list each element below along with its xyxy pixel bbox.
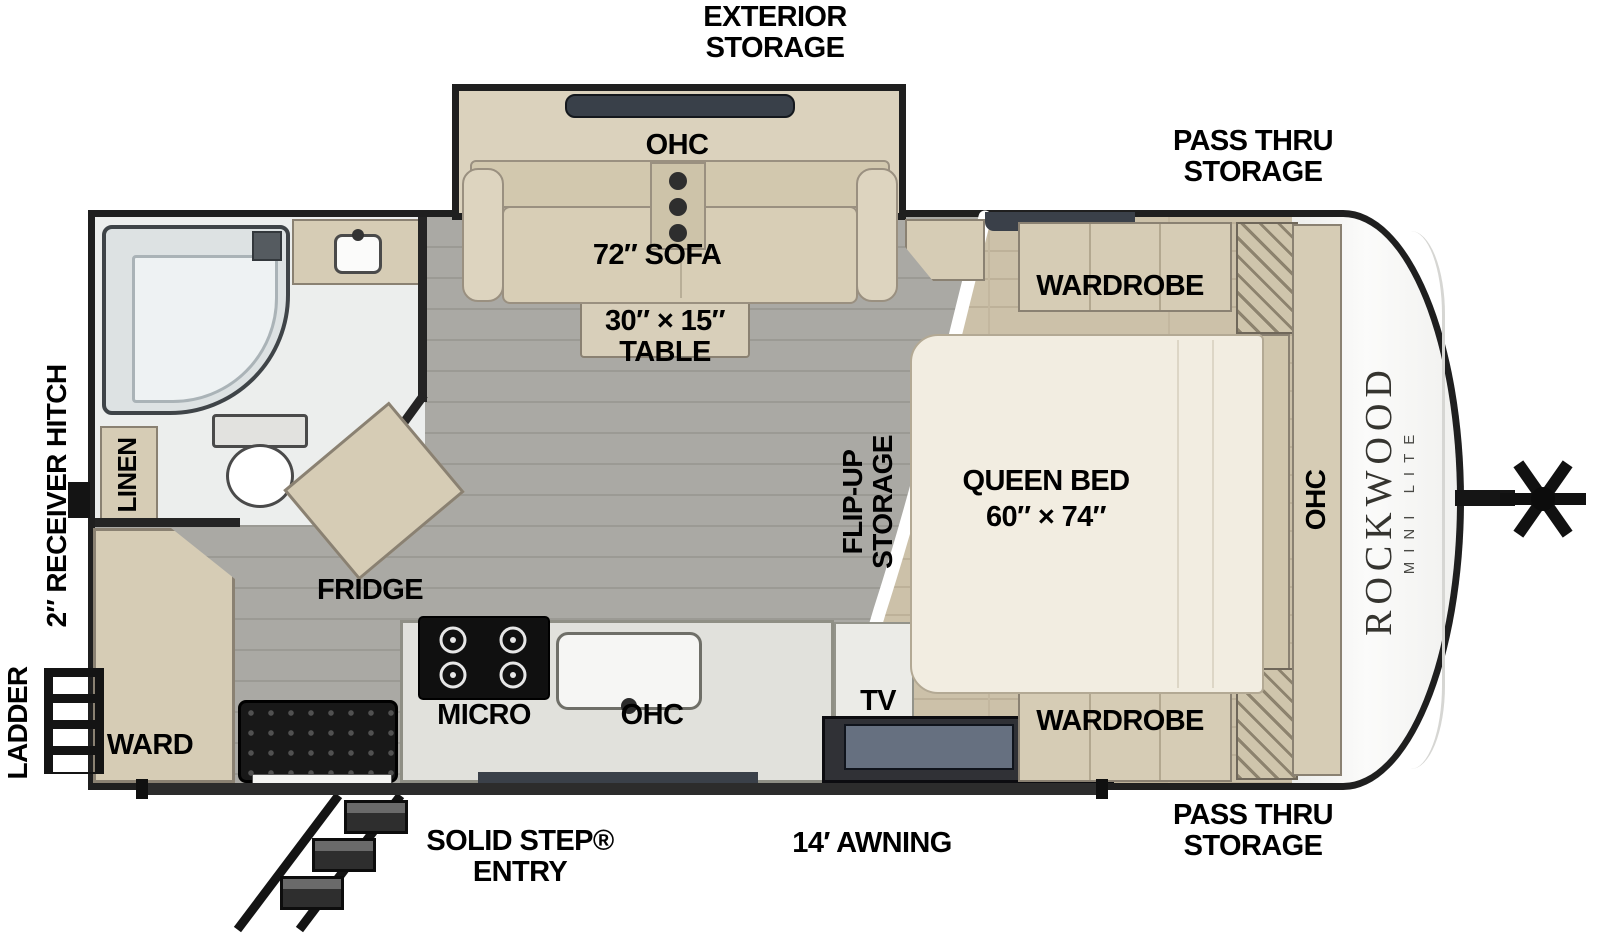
hitch-jack-icon <box>1500 456 1586 542</box>
sofa-armrest-right <box>856 168 898 302</box>
fridge-label: FRIDGE <box>317 574 424 606</box>
exterior-storage-label: EXTERIOR STORAGE <box>703 1 847 65</box>
kitchen-faucet <box>621 698 637 714</box>
mattress-seam <box>1177 340 1179 688</box>
bathroom-wall-bottom <box>95 518 240 527</box>
sofa-armrest-left <box>462 168 504 302</box>
wardrobe-top-label: WARDROBE <box>1036 270 1204 302</box>
brand-series: MINI LITE <box>1400 425 1418 575</box>
ward-label: WARD <box>106 729 194 761</box>
micro-label: MICRO <box>437 699 531 731</box>
toilet-bowl <box>226 444 294 508</box>
entry-step <box>280 876 344 910</box>
flip-up-storage-label: FLIP-UP STORAGE <box>837 435 899 569</box>
rear-ladder-icon <box>44 668 104 774</box>
tv-screen <box>844 724 1014 770</box>
sofa-ohc-label: OHC <box>645 129 709 161</box>
awning-end-cap <box>136 779 148 799</box>
kitchen-ohc-label: OHC <box>620 699 684 731</box>
storage-hatch-top <box>1236 222 1298 334</box>
stove-cooktop <box>418 616 550 700</box>
awning-end-cap <box>1096 779 1108 799</box>
ladder-label: LADDER <box>2 666 33 780</box>
linen-cabinet <box>100 426 158 524</box>
bath-faucet <box>352 229 364 241</box>
rear-wardrobe-cabinet <box>93 528 235 783</box>
queen-bed-label: QUEEN BED <box>962 465 1130 497</box>
bed-headboard <box>1260 334 1290 694</box>
pass-thru-storage-bottom-label: PASS THRU STORAGE <box>1172 799 1334 863</box>
pass-thru-storage-top-label: PASS THRU STORAGE <box>1172 125 1334 189</box>
bed-ohc-label: OHC <box>1300 469 1331 531</box>
brand-name: ROCKWOOD <box>1358 364 1400 636</box>
awning-label: 14′ AWNING <box>792 827 952 859</box>
receiver-hitch-label: 2″ RECEIVER HITCH <box>41 364 72 628</box>
brand-logo: ROCKWOOD MINI LITE <box>1358 320 1436 680</box>
sofa-label: 72″ SOFA <box>592 239 722 271</box>
wardrobe-bottom-label: WARDROBE <box>1036 705 1204 737</box>
cupholder-icon <box>669 224 687 242</box>
solid-step-entry-label: SOLID STEP® ENTRY <box>426 825 614 889</box>
cupholder-icon <box>669 172 687 190</box>
front-cap-trim <box>1411 231 1445 769</box>
rear-receiver-hitch <box>68 482 90 518</box>
tv-label: TV <box>860 685 896 717</box>
entry-step <box>312 838 376 872</box>
cupholder-icon <box>669 198 687 216</box>
toilet-tank <box>212 414 308 448</box>
mattress-seam <box>1212 340 1214 688</box>
linen-label: LINEN <box>112 437 142 513</box>
shower-seat <box>252 231 282 261</box>
entry-mat <box>238 700 398 783</box>
entry-step <box>344 800 408 834</box>
queen-bed-size-label: 60″ × 74″ <box>986 501 1107 533</box>
sofa-seat-seam <box>680 212 682 298</box>
awning-bar <box>142 783 1100 795</box>
slideout-window <box>565 94 795 118</box>
table-label: 30″ × 15″ TABLE <box>605 305 726 369</box>
bathroom-wall-right <box>418 217 427 402</box>
stove-burners-icon <box>439 626 527 689</box>
hitch-jack-hub <box>1531 487 1555 511</box>
